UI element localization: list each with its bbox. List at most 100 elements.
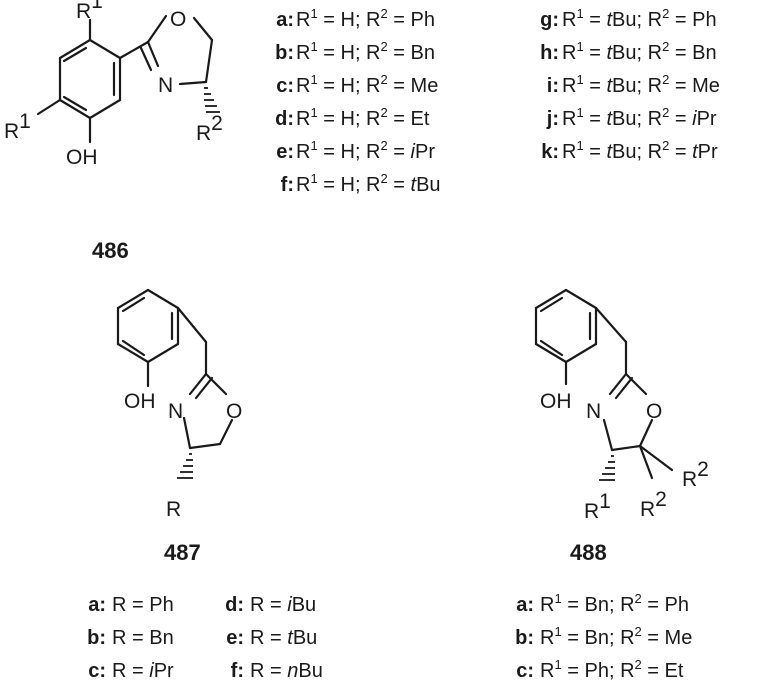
bond: [192, 16, 214, 42]
row-488-c: R1 = Ph; R2 = Et: [540, 657, 684, 682]
row-486-h: R1 = tBu; R2 = Bn: [562, 39, 717, 64]
key-487-b: b:: [87, 627, 106, 649]
bond: [146, 14, 168, 44]
row-486-d: R1 = H; R2 = Et: [296, 105, 430, 130]
key-487-e: e:: [226, 627, 244, 649]
atom-o: O: [226, 400, 242, 423]
key-486-g: g:: [540, 9, 559, 31]
key-486-f: f:: [280, 174, 294, 196]
row-486-k: R1 = tBu; R2 = tPr: [562, 138, 718, 163]
bond: [146, 342, 180, 364]
compound-label-488: 488: [570, 540, 607, 565]
bond: [121, 296, 146, 313]
structure-486: R1 R1 OH O N R2 486: [4, 0, 223, 263]
key-487-d: d:: [225, 594, 244, 616]
row-486-g: R1 = tBu; R2 = Ph: [562, 6, 717, 31]
key-488-b: b:: [515, 627, 534, 649]
row-486-j: R1 = tBu; R2 = iPr: [562, 105, 717, 130]
key-487-a: a:: [88, 594, 106, 616]
structure-488: OH N O R1 R2 R2 488: [534, 288, 709, 565]
row-486-b: R1 = H; R2 = Bn: [296, 39, 435, 64]
atom-r2: R2: [196, 112, 223, 145]
bond: [118, 40, 150, 60]
compound-label-487: 487: [164, 540, 201, 565]
bond: [139, 46, 153, 72]
key-486-i: i:: [546, 75, 559, 97]
atom-oh: OH: [124, 390, 156, 413]
atom-n: N: [158, 74, 173, 97]
row-488-a: R1 = Bn; R2 = Ph: [540, 591, 690, 616]
bond: [218, 418, 234, 446]
row-487-d: R = iBu: [250, 594, 317, 616]
bond: [204, 372, 228, 396]
bond: [534, 342, 568, 364]
row-487-a: R = Ph: [112, 594, 174, 616]
bond: [594, 306, 628, 344]
bond: [176, 306, 208, 344]
key-486-e: e:: [276, 141, 294, 163]
bond: [121, 339, 146, 357]
bond: [624, 372, 648, 396]
key-486-c: c:: [276, 75, 294, 97]
atom-o: O: [170, 8, 186, 31]
key-486-j: j:: [546, 108, 559, 130]
bond: [182, 416, 192, 450]
bond: [564, 342, 598, 364]
bond: [539, 296, 564, 313]
row-487-f: R = nBu: [250, 660, 323, 682]
key-486-h: h:: [540, 42, 559, 64]
row-488-b: R1 = Bn; R2 = Me: [540, 624, 693, 649]
atom-n: N: [586, 400, 601, 423]
bond: [58, 38, 92, 60]
atom-r: R: [166, 498, 181, 521]
atom-n: N: [168, 400, 183, 423]
bond: [194, 376, 214, 400]
atom-r1-top: R1: [76, 0, 103, 23]
bond: [62, 46, 88, 63]
atom-o: O: [646, 400, 662, 423]
key-487-f: f:: [230, 660, 244, 682]
bond: [88, 38, 122, 60]
atom-r2-upper: R2: [682, 458, 709, 491]
bond: [146, 288, 180, 310]
structure-487: OH N O R 487: [116, 288, 242, 565]
key-488-c: c:: [516, 660, 534, 682]
bond: [62, 95, 88, 112]
bond: [564, 288, 598, 310]
atom-r2-lower: R2: [640, 488, 667, 521]
key-486-b: b:: [275, 42, 294, 64]
bond: [638, 444, 674, 472]
bond: [116, 342, 150, 364]
atom-r1-left: R1: [4, 110, 31, 143]
row-486-i: R1 = tBu; R2 = Me: [562, 72, 720, 97]
hashed-wedge: [204, 87, 220, 113]
key-486-a: a:: [276, 9, 294, 31]
bond: [638, 418, 654, 448]
row-487-b: R = Bn: [112, 627, 174, 649]
bond: [116, 288, 150, 310]
row-487-e: R = tBu: [250, 627, 318, 649]
bond: [614, 376, 634, 400]
key-486-k: k:: [541, 141, 559, 163]
row-486-c: R1 = H; R2 = Me: [296, 72, 439, 97]
atom-oh: OH: [540, 390, 572, 413]
bond: [638, 444, 654, 480]
atom-r1: R1: [584, 490, 611, 523]
bond: [88, 98, 122, 120]
row-486-f: R1 = H; R2 = tBu: [296, 171, 441, 196]
bond: [36, 98, 62, 116]
bond: [58, 98, 92, 120]
hashed-wedge: [599, 455, 615, 481]
bond: [178, 80, 208, 86]
compound-label-486: 486: [92, 238, 129, 263]
bond: [608, 372, 628, 396]
bond: [602, 418, 614, 452]
bond: [188, 372, 208, 396]
bond: [146, 40, 160, 68]
key-487-c: c:: [88, 660, 106, 682]
bond: [534, 288, 568, 310]
bond: [539, 339, 564, 357]
row-486-e: R1 = H; R2 = iPr: [296, 138, 435, 163]
bond: [610, 444, 642, 452]
